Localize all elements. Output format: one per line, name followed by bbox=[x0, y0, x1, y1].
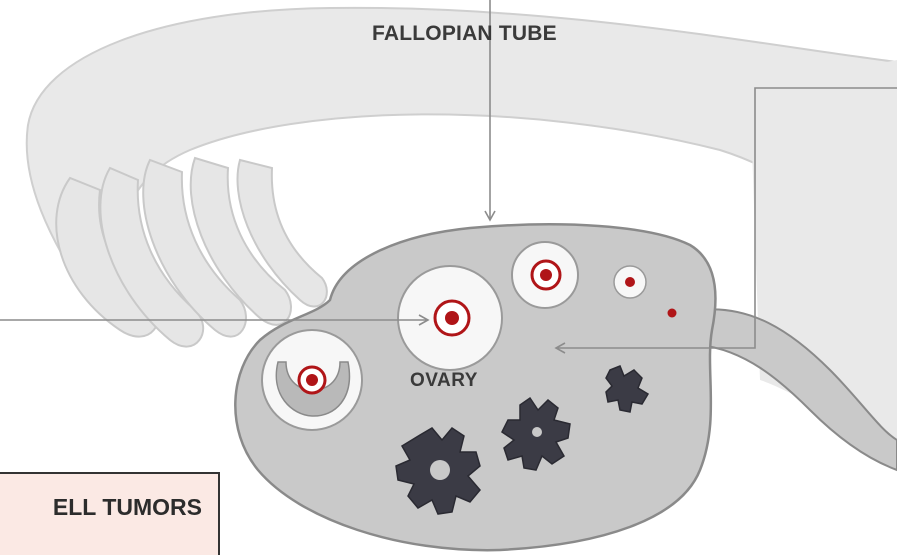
antral-follicle bbox=[262, 330, 362, 430]
follicle-medium bbox=[512, 242, 578, 308]
tumor-label-text: ELL TUMORS bbox=[53, 494, 202, 521]
fallopian-tube-label: FALLOPIAN TUBE bbox=[372, 22, 557, 46]
follicle-large bbox=[398, 266, 502, 370]
follicle-small bbox=[614, 266, 646, 298]
ovary-label: OVARY bbox=[410, 370, 478, 392]
tumor-label-box: ELL TUMORS bbox=[0, 472, 220, 555]
primordial-follicle bbox=[668, 309, 677, 318]
